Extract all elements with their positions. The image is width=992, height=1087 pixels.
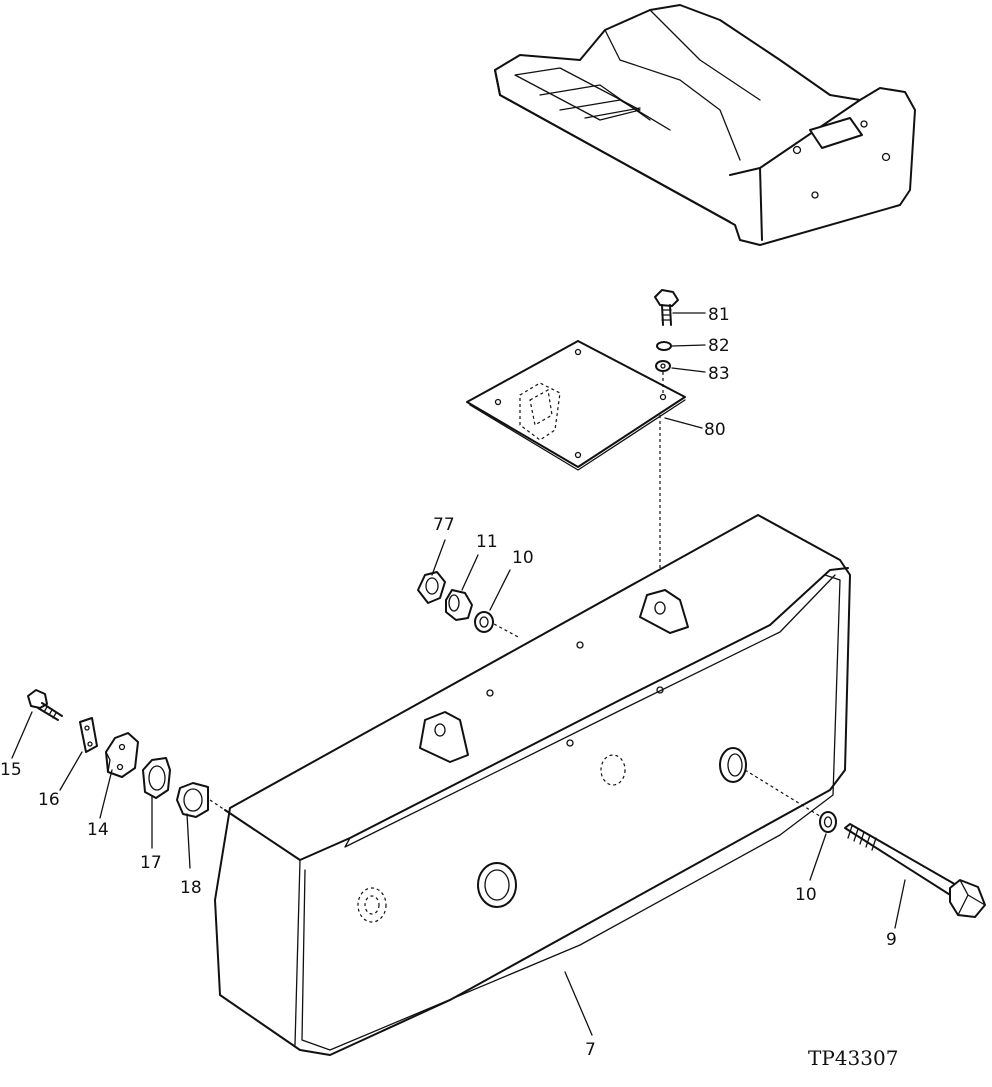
callout-labels: 81 82 83 80 77 11 10 15 16 14 17 18 10 9… xyxy=(0,305,897,1060)
callout-80: 80 xyxy=(704,420,726,440)
machine-frame-illustration xyxy=(494,4,916,246)
bushing-11 xyxy=(445,589,473,621)
shim-17 xyxy=(142,757,171,799)
callout-14: 14 xyxy=(87,820,109,840)
callout-15: 15 xyxy=(0,760,22,780)
callout-10-lower: 10 xyxy=(795,885,817,905)
lock-washer-82 xyxy=(656,341,672,351)
callout-77: 77 xyxy=(433,515,455,535)
callout-17: 17 xyxy=(140,853,162,873)
clip-77 xyxy=(417,571,446,604)
cover-plate xyxy=(466,340,686,471)
washer-10-upper xyxy=(474,611,494,633)
callout-10-upper: 10 xyxy=(512,548,534,568)
plate-16 xyxy=(79,717,98,753)
figure-code: TP43307 xyxy=(808,1046,898,1070)
callout-11: 11 xyxy=(476,532,498,552)
callout-83: 83 xyxy=(708,364,730,384)
callout-16: 16 xyxy=(38,790,60,810)
counterweight-body xyxy=(214,514,851,1056)
callout-81: 81 xyxy=(708,305,730,325)
leader-lines xyxy=(11,312,906,1036)
callout-82: 82 xyxy=(708,336,730,356)
callout-7: 7 xyxy=(585,1040,596,1060)
bolt-81 xyxy=(654,289,679,326)
alignment-line-upper xyxy=(493,623,521,639)
alignment-line-left xyxy=(209,799,229,813)
shim-18 xyxy=(176,782,209,818)
washer-83 xyxy=(655,360,671,372)
callout-18: 18 xyxy=(180,878,202,898)
bolt-15 xyxy=(27,689,63,721)
bolt-9 xyxy=(844,823,986,918)
callout-9: 9 xyxy=(886,930,897,950)
plate-14 xyxy=(105,732,139,778)
washer-10-lower xyxy=(819,811,837,833)
